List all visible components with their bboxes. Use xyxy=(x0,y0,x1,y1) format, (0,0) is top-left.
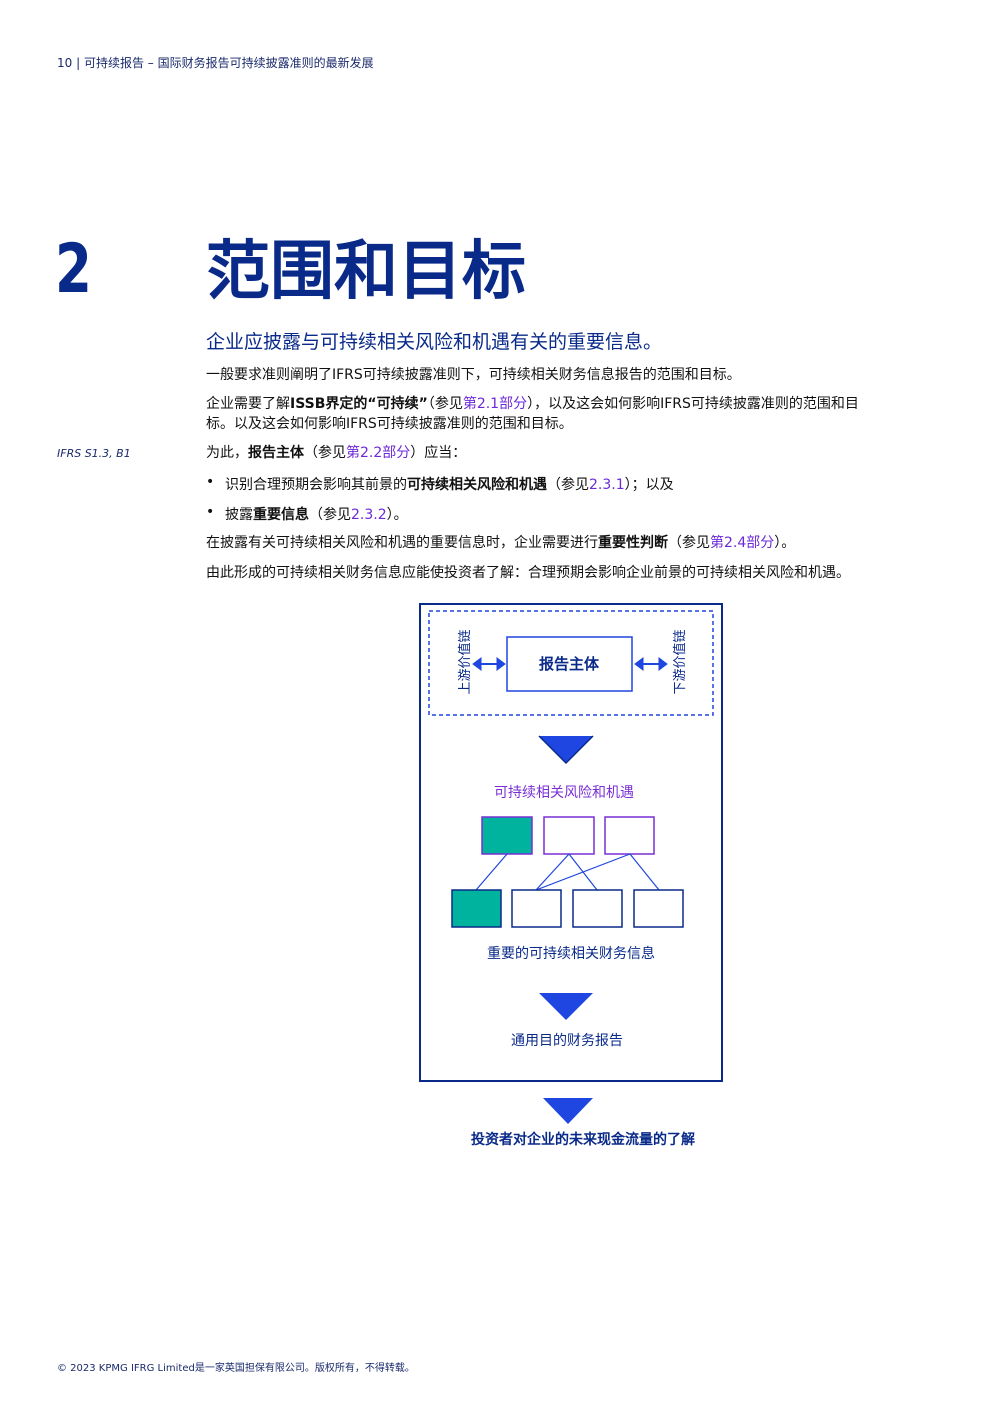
bullet1-text-d: ）；以及 xyxy=(624,477,674,493)
bullet2-bold: 重要信息 xyxy=(253,507,309,523)
down-triangle-icon xyxy=(543,1098,593,1124)
value-chain-dashed-box xyxy=(428,610,714,716)
investors-understanding-label: 投资者对企业的未来现金流量的了解 xyxy=(471,1131,695,1148)
para4-bold: 重要性判断 xyxy=(598,535,668,551)
chapter-title: 范围和目标 xyxy=(206,235,526,309)
risk-box xyxy=(604,816,655,855)
gpfr-label: 通用目的财务报告 xyxy=(511,1033,623,1049)
info-box-teal xyxy=(451,889,502,928)
bullet2-text-a: 披露 xyxy=(225,507,253,523)
link-section-2-1[interactable]: 第2.1部分 xyxy=(462,396,528,412)
risks-opportunities-label: 可持续相关风险和机遇 xyxy=(494,784,634,801)
diagram-outer-frame xyxy=(419,603,723,1082)
para2-text-a: 企业需要了解 xyxy=(206,396,290,412)
risk-box xyxy=(543,816,595,855)
risk-box-teal xyxy=(481,816,533,855)
link-2-3-2[interactable]: 2.3.2 xyxy=(351,507,387,523)
para4-text-d: ）。 xyxy=(774,535,796,551)
para2-line2: 标。以及这会如何影响IFRS可持续披露准则的范围和目标。 xyxy=(206,416,573,432)
bullet1-text-a: 识别合理预期会影响其前景的 xyxy=(225,477,407,493)
material-info-label: 重要的可持续相关财务信息 xyxy=(487,945,655,962)
upstream-value-chain-label: 上游价值链 xyxy=(457,629,473,694)
bullet1-text-c: （参见 xyxy=(547,477,589,493)
bullet-dot: • xyxy=(206,504,215,520)
downstream-value-chain-label: 下游价值链 xyxy=(672,629,688,694)
page-header: 10 | 可持续报告 – 国际财务报告可持续披露准则的最新发展 xyxy=(57,56,374,70)
bullet1-bold: 可持续相关风险和机遇 xyxy=(407,477,547,493)
reporting-entity-label: 报告主体 xyxy=(539,655,600,673)
double-arrow-right-icon xyxy=(634,657,668,671)
link-section-2-4[interactable]: 第2.4部分 xyxy=(710,535,775,551)
para3-text-d: ）应当： xyxy=(410,445,467,461)
down-triangle-icon xyxy=(538,735,594,765)
paragraph-reporting-entity: 为此，报告主体（参见第2.2部分）应当： xyxy=(206,443,466,463)
para3-text-c: （参见 xyxy=(304,445,346,461)
reporting-entity-box xyxy=(506,636,633,692)
side-reference: IFRS S1.3, B1 xyxy=(57,447,131,460)
info-box xyxy=(511,889,562,928)
link-2-3-1[interactable]: 2.3.1 xyxy=(589,477,625,493)
page-footer: © 2023 KPMG IFRG Limited是一家英国担保有限公司。版权所有… xyxy=(57,1363,415,1374)
bullet2-text-c: （参见 xyxy=(309,507,351,523)
para4-text-a: 在披露有关可持续相关风险和机遇的重要信息时，企业需要进行 xyxy=(206,535,598,551)
info-box xyxy=(633,889,684,928)
bullet-dot: • xyxy=(206,474,215,490)
info-box xyxy=(572,889,623,928)
para2-text-c: （参见 xyxy=(427,396,463,412)
link-section-2-2[interactable]: 第2.2部分 xyxy=(346,445,411,461)
paragraph-materiality: 在披露有关可持续相关风险和机遇的重要信息时，企业需要进行重要性判断（参见第2.4… xyxy=(206,533,795,553)
para2-bold: ISSB界定的“可持续” xyxy=(290,396,428,412)
paragraph-scope: 一般要求准则阐明了IFRS可持续披露准则下，可持续相关财务信息报告的范围和目标。 xyxy=(206,367,741,383)
para2-text-d: ），以及这会如何影响IFRS可持续披露准则的范围和目 xyxy=(527,396,859,412)
chapter-number: 2 xyxy=(55,230,92,309)
paragraph-sustainability: 企业需要了解ISSB界定的“可持续”（参见第2.1部分），以及这会如何影响IFR… xyxy=(206,394,859,434)
connector-lines xyxy=(475,853,660,891)
chapter-subtitle: 企业应披露与可持续相关风险和机遇有关的重要信息。 xyxy=(206,331,663,353)
bullet2-text-d: ）。 xyxy=(386,507,408,523)
para3-text-a: 为此， xyxy=(206,445,248,461)
paragraph-investors: 由此形成的可持续相关财务信息应能使投资者了解：合理预期会影响企业前景的可持续相关… xyxy=(206,565,850,581)
para3-bold: 报告主体 xyxy=(248,445,304,461)
down-triangle-icon xyxy=(539,993,593,1020)
double-arrow-left-icon xyxy=(472,657,506,671)
para4-text-c: （参见 xyxy=(668,535,710,551)
